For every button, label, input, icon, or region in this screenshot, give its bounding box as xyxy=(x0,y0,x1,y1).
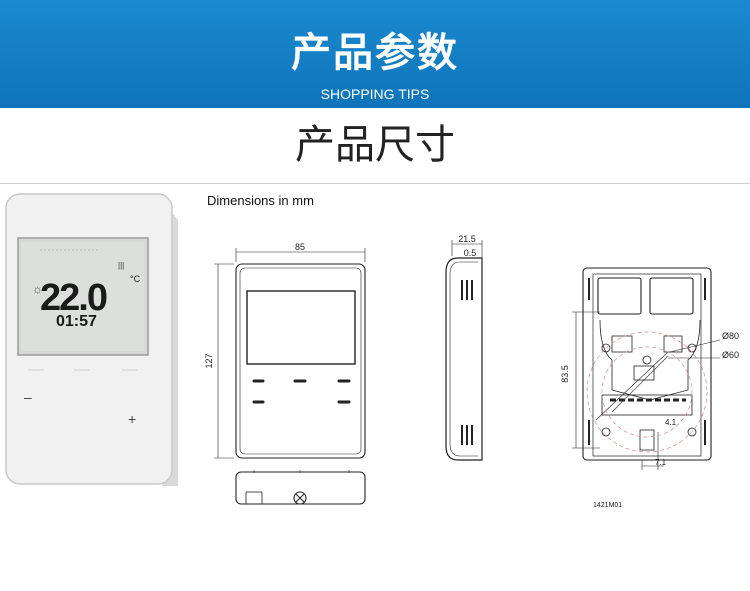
dim-small-2: 7.1 xyxy=(655,458,667,467)
bottom-view xyxy=(235,470,366,505)
dim-inset: 0.5 xyxy=(464,248,477,258)
dim-width: 85 xyxy=(295,242,305,252)
device-lcd-inner xyxy=(22,242,144,351)
side-view xyxy=(445,240,483,461)
device-minus: – xyxy=(24,389,32,405)
technical-drawing: 85 127 21.5 0.5 83.5 Ø80 Ø60 4.1 7.1 142… xyxy=(204,234,739,509)
heating-icon: ||| xyxy=(118,261,124,270)
product-photo: ☼ 22.0 °C 01:57 ||| – + xyxy=(5,193,178,486)
section-divider xyxy=(0,183,750,184)
lcd-time: 01:57 xyxy=(56,313,97,330)
front-view xyxy=(214,248,366,459)
section-title: 产品尺寸 xyxy=(295,122,455,168)
banner-title: 产品参数 xyxy=(291,30,459,76)
header-banner: 产品参数 SHOPPING TIPS xyxy=(0,0,750,108)
dim-mount-height: 83.5 xyxy=(560,365,570,383)
circle-60 xyxy=(601,346,693,438)
dim-circle-small: Ø60 xyxy=(722,350,739,360)
dim-circle-large: Ø80 xyxy=(722,331,739,341)
circle-80 xyxy=(586,331,708,453)
dim-small-1: 4.1 xyxy=(665,418,677,427)
lcd-unit: °C xyxy=(130,274,141,284)
dimensions-label: Dimensions in mm xyxy=(207,193,314,208)
back-view xyxy=(572,267,721,470)
dim-depth: 21.5 xyxy=(458,234,476,244)
drawing-code: 1421M01 xyxy=(593,502,622,509)
banner-subtitle: SHOPPING TIPS xyxy=(320,86,430,102)
dim-height: 127 xyxy=(204,353,214,368)
lcd-temperature: 22.0 xyxy=(40,277,107,319)
sun-icon: ☼ xyxy=(32,282,43,296)
device-plus: + xyxy=(128,411,136,427)
